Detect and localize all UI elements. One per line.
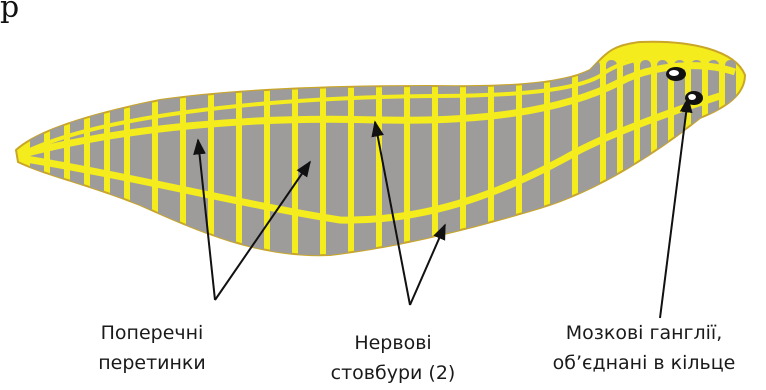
tissue-segment xyxy=(158,60,180,280)
tissue-segment xyxy=(298,60,320,280)
tissue-segment xyxy=(725,60,736,280)
label-ganglia-line1: Мозкові ганглії, xyxy=(532,318,756,348)
tissue-segment xyxy=(110,60,124,280)
tissue-segment xyxy=(242,60,264,280)
tissue-segment xyxy=(606,60,617,280)
tissue-segment xyxy=(708,60,719,280)
tissue-segment xyxy=(270,60,292,280)
tissue-segment xyxy=(466,60,488,280)
label-transverse-line1: Поперечні xyxy=(72,318,232,348)
label-trunks-line2: стовбури (2) xyxy=(303,358,483,388)
tissue-segment xyxy=(50,60,64,280)
label-brain-ganglia: Мозкові ганглії, об’єднані в кільце xyxy=(532,318,756,378)
label-ganglia-line2: об’єднані в кільце xyxy=(532,348,756,378)
label-transverse-septa: Поперечні перетинки xyxy=(72,318,232,378)
tissue-segment xyxy=(438,60,460,280)
tissue-segment xyxy=(657,60,668,280)
label-transverse-line2: перетинки xyxy=(72,348,232,378)
ganglion-left-highlight xyxy=(669,70,679,76)
tissue-segment xyxy=(326,60,348,280)
flatworm-body xyxy=(16,42,745,280)
tissue-segment xyxy=(130,60,152,280)
label-nerve-trunks: Нервові стовбури (2) xyxy=(303,328,483,388)
ganglion-right-highlight xyxy=(688,94,696,100)
tissue-segment xyxy=(640,60,651,280)
tissue-segment xyxy=(186,60,208,280)
tissue-segment xyxy=(410,60,432,280)
tissue-segment xyxy=(354,60,376,280)
label-trunks-line1: Нервові xyxy=(303,328,483,358)
tissue-segment xyxy=(550,60,572,280)
